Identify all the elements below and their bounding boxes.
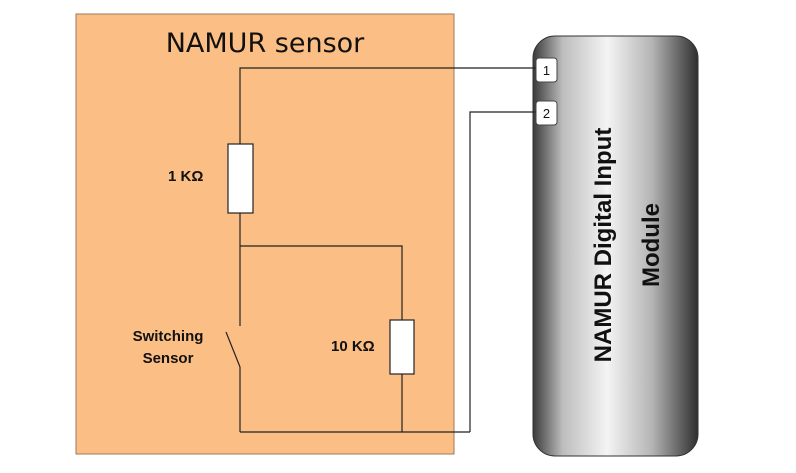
sensor-box xyxy=(75,13,455,455)
terminal-1-label: 1 xyxy=(543,63,550,78)
sensor-title: NAMUR sensor xyxy=(166,28,365,59)
module-label-line1: NAMUR Digital Input xyxy=(590,128,617,363)
wire-terminal-2 xyxy=(469,111,536,432)
terminal-2 xyxy=(535,100,558,126)
wire-to-r2 xyxy=(240,245,403,320)
resistor-10k xyxy=(389,319,415,375)
resistor-10k-label: 10 KΩ xyxy=(331,338,375,355)
terminal-2-label: 2 xyxy=(543,106,550,121)
resistor-1k-label: 1 KΩ xyxy=(168,168,203,185)
resistor-1k xyxy=(227,143,254,214)
module-label-line2: Module xyxy=(638,203,665,287)
input-module xyxy=(532,35,699,457)
switch-label-line1: Switching xyxy=(133,328,204,345)
wiring xyxy=(225,67,536,433)
switch-label-line2: Sensor xyxy=(143,350,194,367)
switch-blade xyxy=(225,331,241,368)
terminal-1 xyxy=(535,57,558,83)
wire-terminal-1 xyxy=(239,67,536,144)
